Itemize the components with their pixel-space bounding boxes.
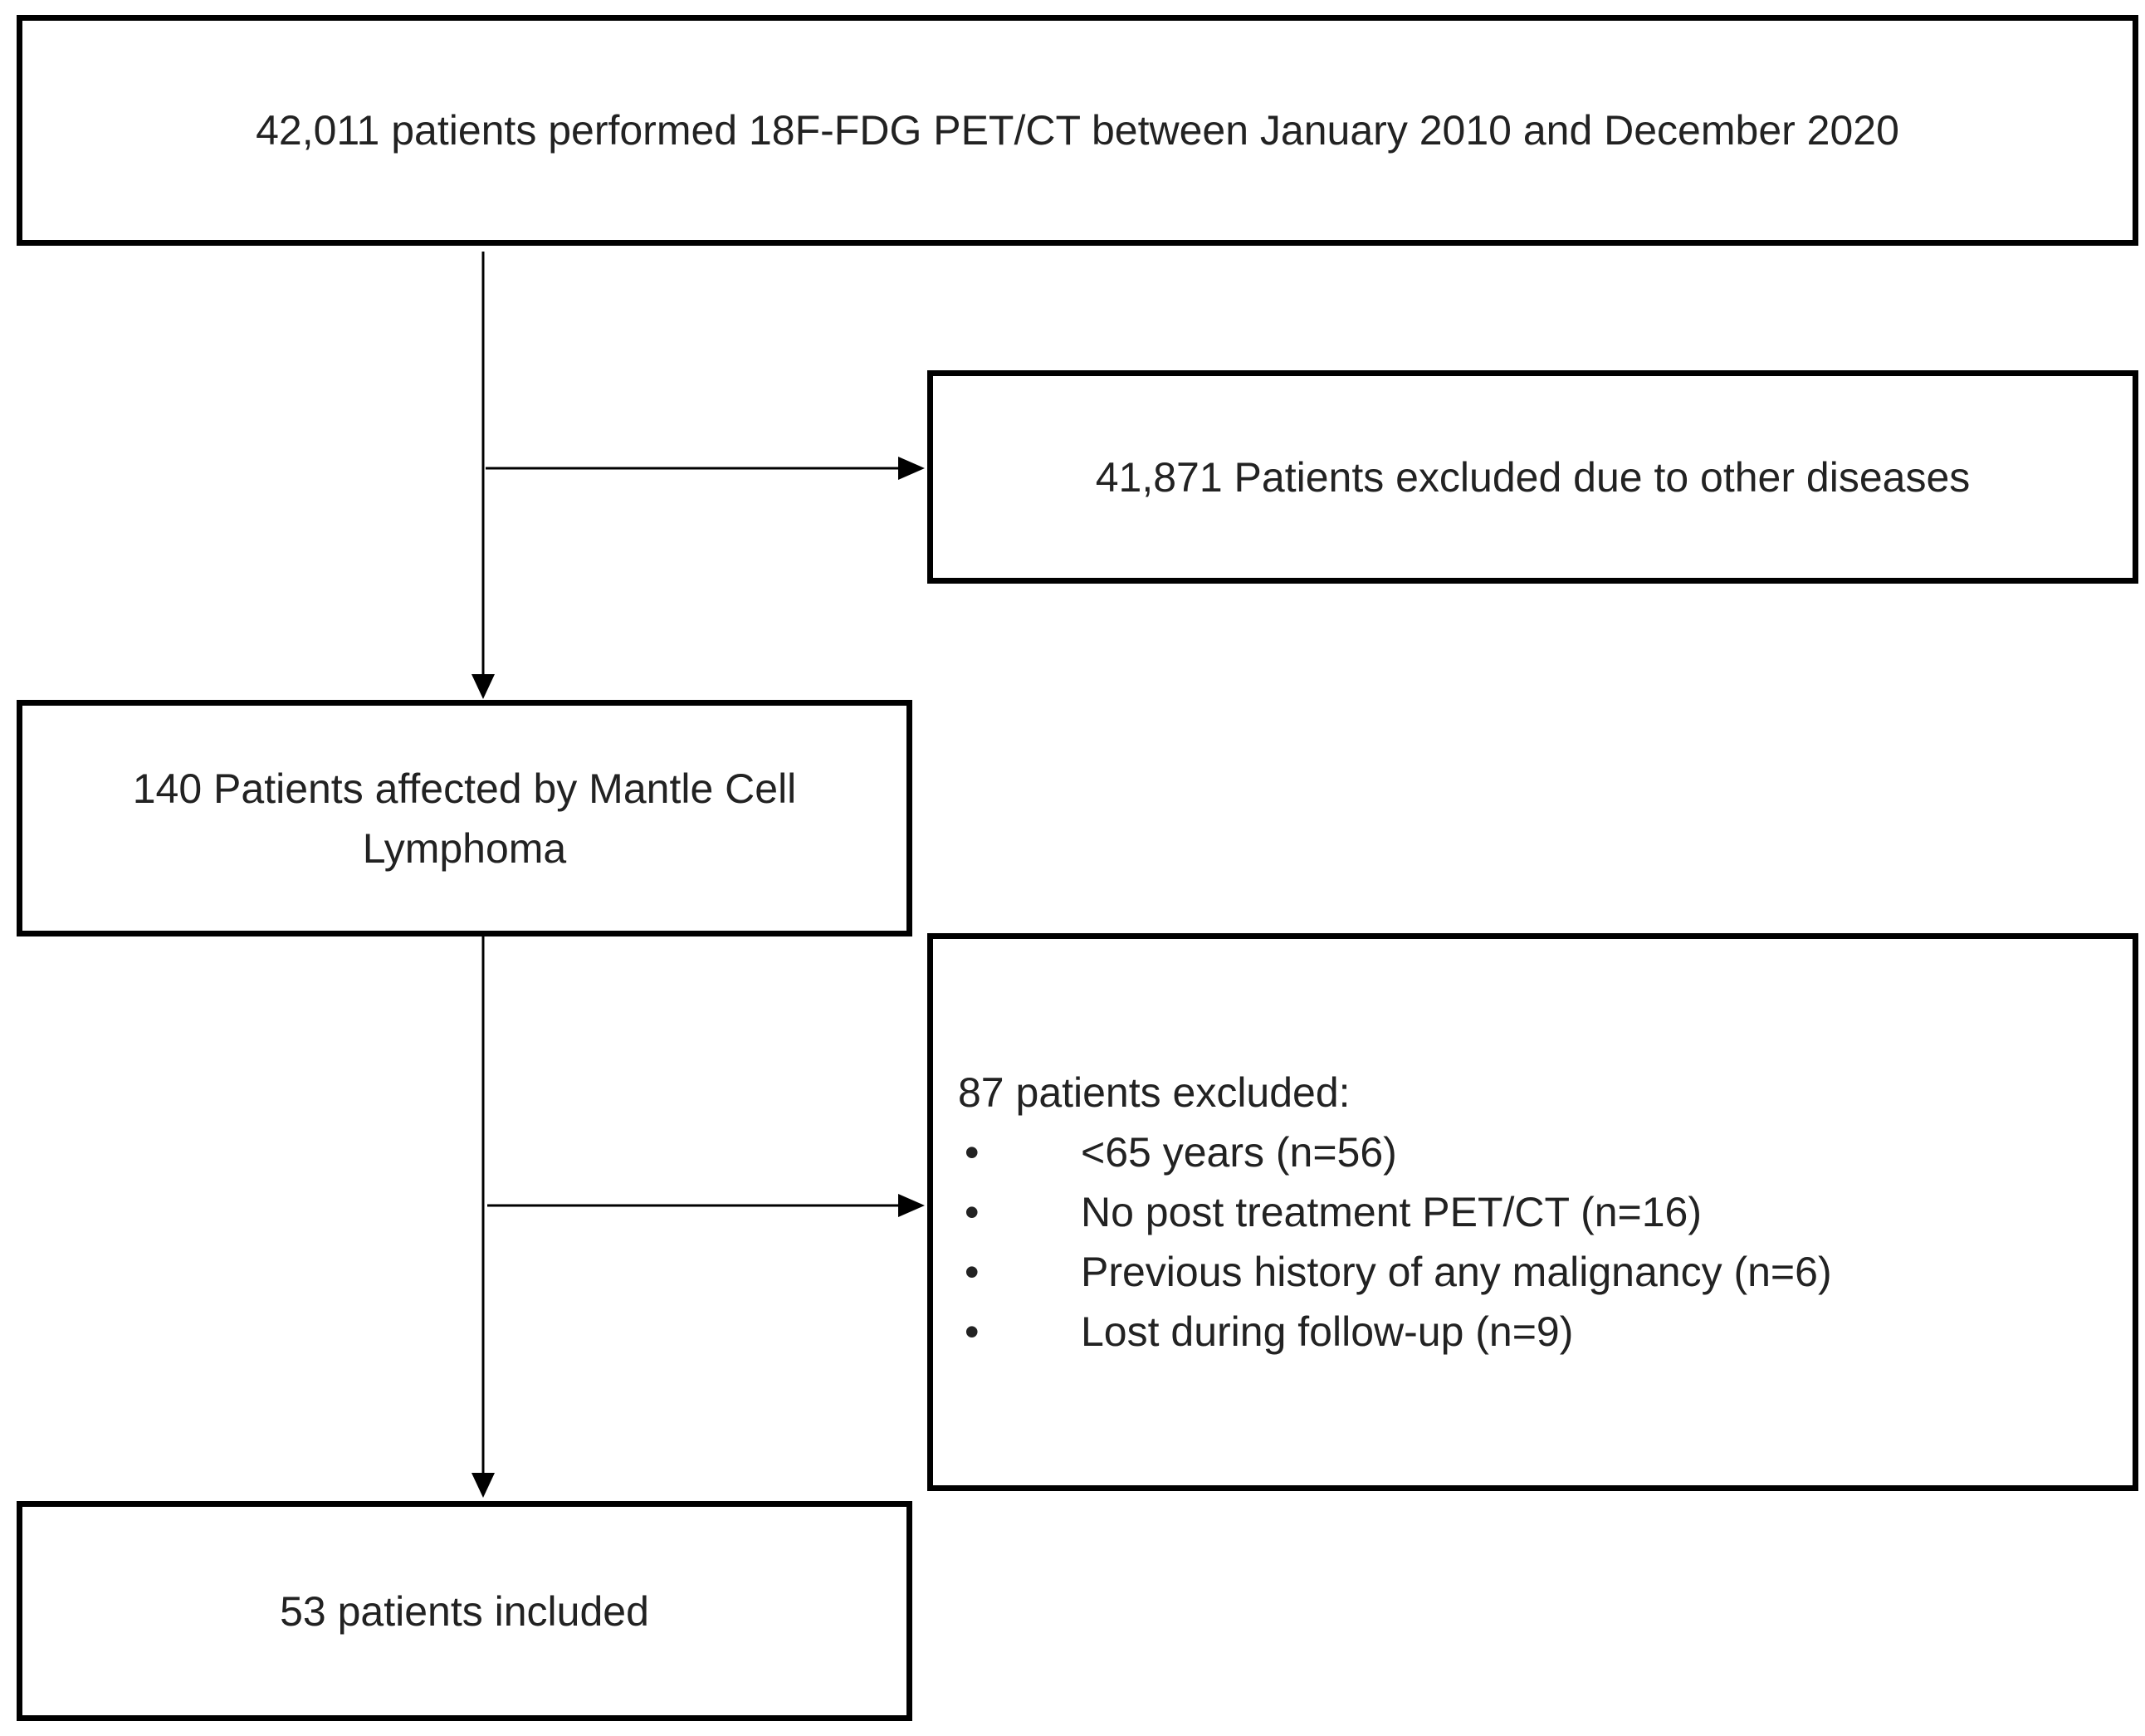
exclusion-reason: Previous history of any malignancy (n=6) bbox=[1081, 1249, 1832, 1295]
excluded-criteria-content: 87 patients excluded: • <65 years (n=56)… bbox=[933, 1063, 1832, 1362]
bullet-icon: • bbox=[965, 1129, 980, 1176]
excluded-criteria-list: • <65 years (n=56) • No post treatment P… bbox=[958, 1122, 1832, 1362]
arrowhead-mcl bbox=[472, 674, 495, 699]
arrowhead-included bbox=[472, 1473, 495, 1498]
list-item: • Previous history of any malignancy (n=… bbox=[958, 1242, 1832, 1302]
excluded-criteria-heading: 87 patients excluded: bbox=[958, 1069, 1351, 1116]
excluded-criteria-box: 87 patients excluded: • <65 years (n=56)… bbox=[927, 933, 2138, 1491]
mantle-cell-lymphoma-text: 140 Patients affected by Mantle Cell Lym… bbox=[132, 765, 797, 872]
excluded-other-diseases-box: 41,871 Patients excluded due to other di… bbox=[927, 370, 2138, 584]
arrowhead-excluded-second bbox=[898, 1194, 925, 1217]
total-patients-box: 42,011 patients performed 18F-FDG PET/CT… bbox=[17, 15, 2138, 246]
exclusion-reason: No post treatment PET/CT (n=16) bbox=[1081, 1189, 1702, 1235]
list-item: • <65 years (n=56) bbox=[958, 1122, 1832, 1182]
excluded-other-diseases-text: 41,871 Patients excluded due to other di… bbox=[1095, 453, 1971, 501]
mantle-cell-lymphoma-box: 140 Patients affected by Mantle Cell Lym… bbox=[17, 700, 912, 936]
exclusion-reason: <65 years (n=56) bbox=[1081, 1129, 1397, 1176]
arrowhead-excluded-first bbox=[898, 457, 925, 480]
included-patients-box: 53 patients included bbox=[17, 1501, 912, 1721]
list-item: • Lost during follow-up (n=9) bbox=[958, 1302, 1832, 1362]
exclusion-reason: Lost during follow-up (n=9) bbox=[1081, 1308, 1574, 1355]
list-item: • No post treatment PET/CT (n=16) bbox=[958, 1182, 1832, 1242]
bullet-icon: • bbox=[965, 1249, 980, 1295]
total-patients-text: 42,011 patients performed 18F-FDG PET/CT… bbox=[256, 107, 1899, 154]
bullet-icon: • bbox=[965, 1189, 980, 1235]
included-patients-text: 53 patients included bbox=[280, 1587, 649, 1635]
bullet-icon: • bbox=[965, 1308, 980, 1355]
